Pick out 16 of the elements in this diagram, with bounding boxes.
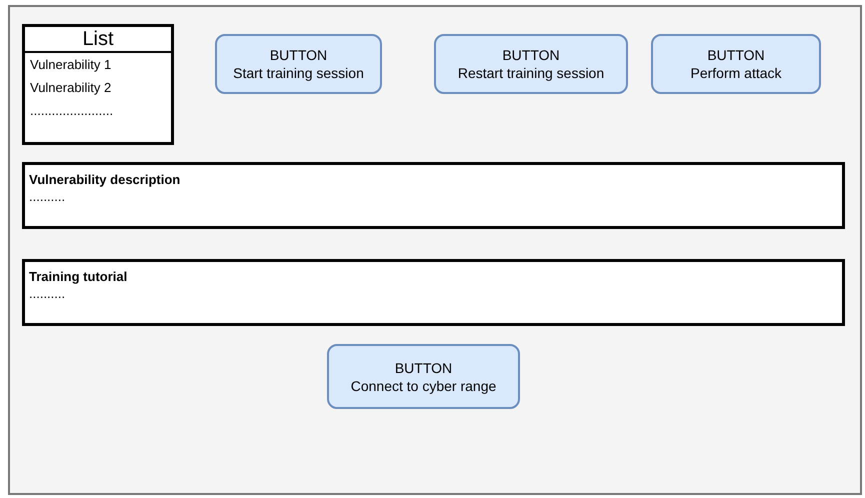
placeholder-dots: ....................... [29,102,114,120]
text-panel [22,162,845,229]
window-frame [8,5,862,495]
placeholder-dots: .......... [29,286,66,302]
text-panel [22,259,845,326]
list-item: Vulnerability 1 [29,56,112,74]
list-panel [22,24,174,145]
button: BUTTON Restart training session [434,34,628,94]
button: BUTTON Perform attack [651,34,821,94]
placeholder-dots: .......... [29,189,66,205]
button: BUTTON Connect to cyber range [327,344,520,409]
panel-heading: Training tutorial [29,268,128,286]
button: BUTTON Start training session [215,34,382,94]
panel-heading: Vulnerability description [29,171,182,189]
list-title: List [25,27,171,53]
list-item: Vulnerability 2 [29,79,112,97]
